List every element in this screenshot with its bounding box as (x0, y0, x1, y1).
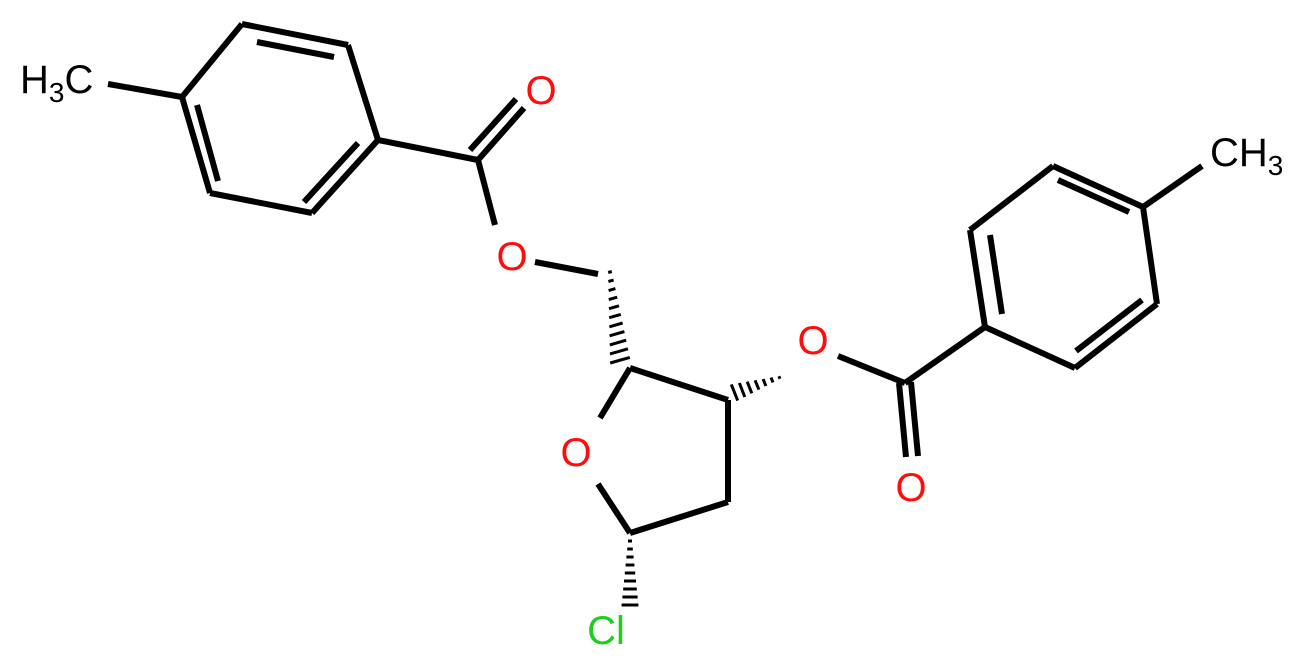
left-benzene-ring (179, 21, 381, 216)
hashed-wedge-c4-c5 (607, 270, 631, 365)
right-benzene-ring (967, 163, 1160, 371)
left-ester-bonds (377, 96, 599, 277)
oxygen-carbonyl-left: O (525, 69, 556, 113)
right-ester-bonds (836, 324, 987, 458)
chlorine-label: Cl (587, 609, 625, 653)
hashed-wedge-c1-cl (621, 539, 639, 607)
oxygen-ring: O (560, 431, 591, 475)
hashed-wedge-c3-o (729, 375, 782, 402)
methyl-label-left: H3C (20, 58, 93, 108)
methyl-label-right: CH3 (1210, 131, 1283, 181)
oxygen-ester-left: O (496, 235, 527, 279)
oxygen-ester-right: O (797, 319, 828, 363)
furanose-ring-bonds (595, 365, 731, 536)
oxygen-carbonyl-right: O (895, 466, 926, 510)
left-methyl-bond (107, 81, 183, 100)
right-methyl-bond (1141, 163, 1204, 210)
